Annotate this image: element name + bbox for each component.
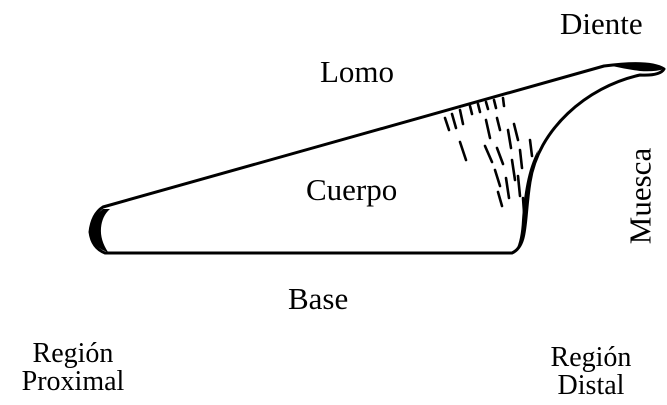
label-region-proximal: Región Proximal: [8, 340, 138, 396]
tooth-tip-mark: [612, 63, 664, 72]
label-cuerpo: Cuerpo: [306, 172, 398, 207]
label-region-proximal-line1: Región: [32, 338, 114, 369]
label-diente: Diente: [560, 6, 643, 41]
label-region-distal: Región Distal: [530, 344, 652, 400]
notch-edge-mark: [512, 150, 538, 253]
use-wear-marks: [443, 96, 534, 214]
label-muesca: Muesca: [622, 147, 658, 245]
label-region-distal-line2: Distal: [557, 370, 625, 401]
label-base: Base: [288, 281, 349, 316]
label-lomo: Lomo: [320, 54, 395, 89]
label-region-distal-line1: Región: [550, 342, 632, 373]
tool-outline: [88, 62, 666, 255]
proximal-end-mark: [89, 209, 110, 252]
label-region-proximal-line2: Proximal: [21, 366, 125, 397]
